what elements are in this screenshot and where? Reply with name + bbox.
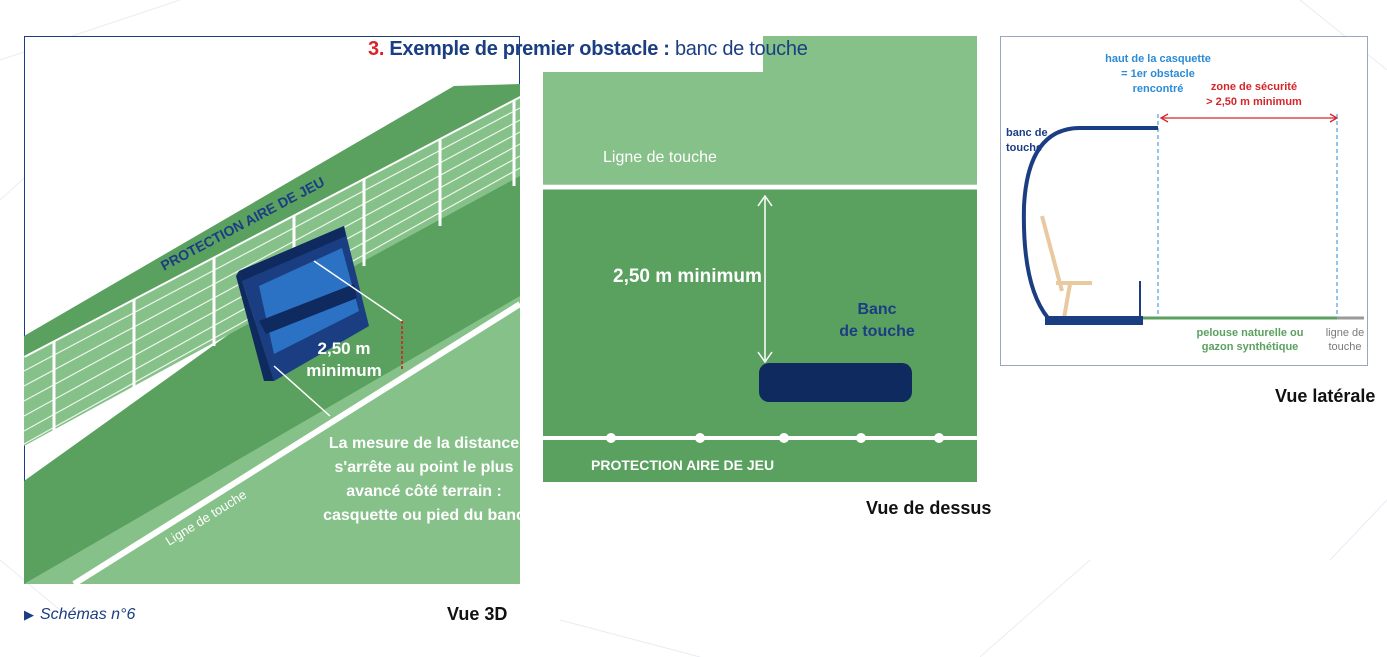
title-number-overlay: 3.: [368, 38, 385, 60]
touchline-label-top: Ligne de touche: [603, 149, 717, 166]
bench-shell-side: [1021, 126, 1158, 320]
title-bold-overlay: Exemple de premier obstacle :: [389, 38, 670, 60]
note-line-2-3d: s'arrête au point le plus: [335, 459, 514, 476]
bench-floor-side: [1045, 316, 1143, 325]
seat-side: [1040, 215, 1092, 319]
caption-3d: Vue 3D: [447, 604, 508, 624]
touch-label-line2: touche: [1328, 341, 1361, 353]
note-line-1-3d: La mesure de la distance: [329, 435, 519, 452]
lawn-label-line2: gazon synthétique: [1202, 341, 1299, 353]
note-line-3-3d: avancé côté terrain :: [346, 483, 502, 500]
distance-line1-3d: 2,50 m: [318, 339, 371, 358]
title-tab: [543, 36, 763, 72]
page-title-overlay: 3. Exemple de premier obstacle : banc de…: [368, 38, 808, 61]
distance-arrows-3d: [273, 260, 403, 417]
bench-3d: [236, 226, 369, 381]
view-top-diagram: Ligne de touche 2,50 m minimum Banc de t…: [543, 72, 977, 482]
ground-back-3d: [24, 84, 520, 356]
protection-label-top: PROTECTION AIRE DE JEU: [591, 457, 774, 473]
note-line-4-3d: casquette ou pied du banc: [323, 507, 520, 524]
caption-top: Vue de dessus: [866, 498, 992, 518]
bench-label-line2-top: de touche: [839, 323, 915, 340]
triangle-right-icon: ▶: [24, 607, 34, 622]
view-side-diagram: haut de la casquette = 1er obstacle renc…: [1000, 36, 1368, 366]
cap-label-line2: = 1er obstacle: [1121, 68, 1195, 80]
schemas-label: Schémas n°6: [40, 606, 136, 623]
bench-label-line2-side: touche: [1006, 142, 1042, 154]
bench-label-line1-side: banc de: [1006, 127, 1048, 139]
touchline-3d: [72, 301, 520, 584]
view-3d-diagram: PROTECTION AIRE DE JEU 2,50 m minimum La…: [24, 36, 520, 584]
distance-line2-3d: minimum: [306, 361, 382, 380]
zone-label-line1: zone de sécurité: [1211, 81, 1297, 93]
zone-label-line2: > 2,50 m minimum: [1206, 96, 1302, 108]
fence-posts-3d: [52, 96, 516, 431]
title-normal-overlay: banc de touche: [674, 38, 808, 60]
bench-label-line1-top: Banc: [857, 301, 896, 318]
distance-label-top: 2,50 m minimum: [613, 266, 762, 287]
cap-label-line1: haut de la casquette: [1105, 53, 1211, 65]
lawn-label-line1: pelouse naturelle ou: [1197, 327, 1304, 339]
schemas-reference: ▶ Schémas n°6: [24, 606, 135, 624]
fence-posts-top: [606, 433, 944, 443]
field-top-strip: [543, 72, 977, 184]
touch-label-line1: ligne de: [1326, 327, 1365, 339]
caption-side: Vue latérale: [1275, 386, 1376, 406]
top-view-top-band: [763, 36, 977, 72]
distance-arrow-top: [757, 194, 773, 364]
cap-label-line3: rencontré: [1133, 83, 1184, 95]
bench-top: [759, 363, 912, 402]
